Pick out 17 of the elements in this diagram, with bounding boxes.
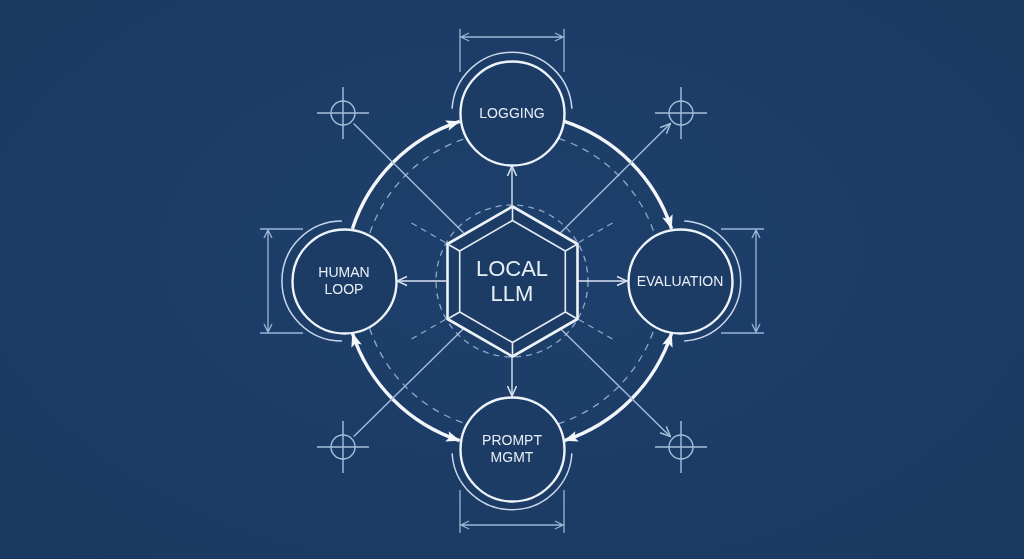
node-label: LOGGING [479,104,545,122]
process-circle [290,227,398,335]
node-label: LOCAL LLM [474,255,550,307]
crosshair-icon [315,419,371,475]
node-label: PROMPT MGMT [481,432,543,466]
crosshair-icon [315,85,371,141]
process-circle [458,395,566,503]
node-label: HUMAN LOOP [317,264,371,298]
arrow [506,356,518,397]
crosshair-icon [653,419,709,475]
crosshair-icon [653,85,709,141]
node-label: EVALUATION [636,272,724,290]
arrow [396,275,447,287]
process-circle [626,227,734,335]
process-circle [458,59,566,167]
arrow [506,165,518,206]
arrow [577,275,628,287]
